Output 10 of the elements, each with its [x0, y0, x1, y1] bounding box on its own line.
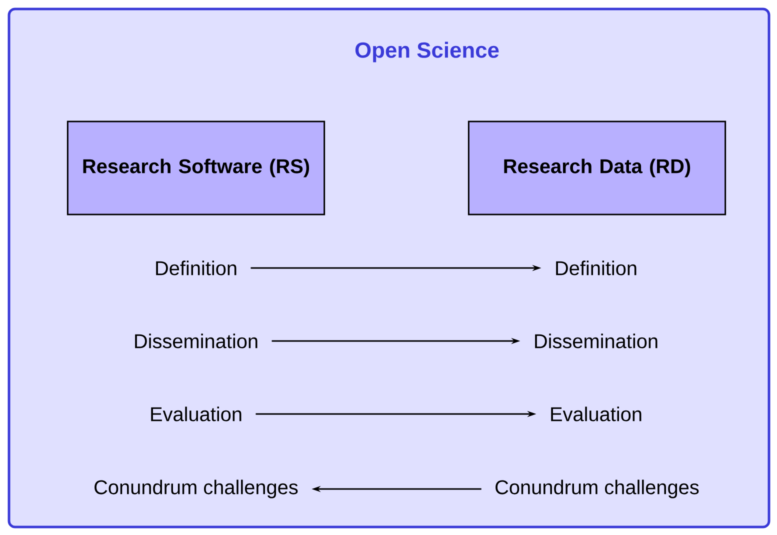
item-text: Dissemination [135, 334, 258, 348]
item-text: Dissemination [535, 334, 658, 348]
item-text: Conundrum challenges [496, 480, 699, 498]
title-box: Research Software (RS) [66, 120, 326, 216]
item-text: Evaluation [151, 406, 242, 422]
item-text: Conundrum challenges [94, 480, 298, 498]
item-text: Evaluation [551, 406, 642, 422]
item-text: Definition [556, 260, 636, 276]
title-box: Research Data (RD) [468, 120, 726, 216]
item-text: Definition [156, 260, 236, 276]
